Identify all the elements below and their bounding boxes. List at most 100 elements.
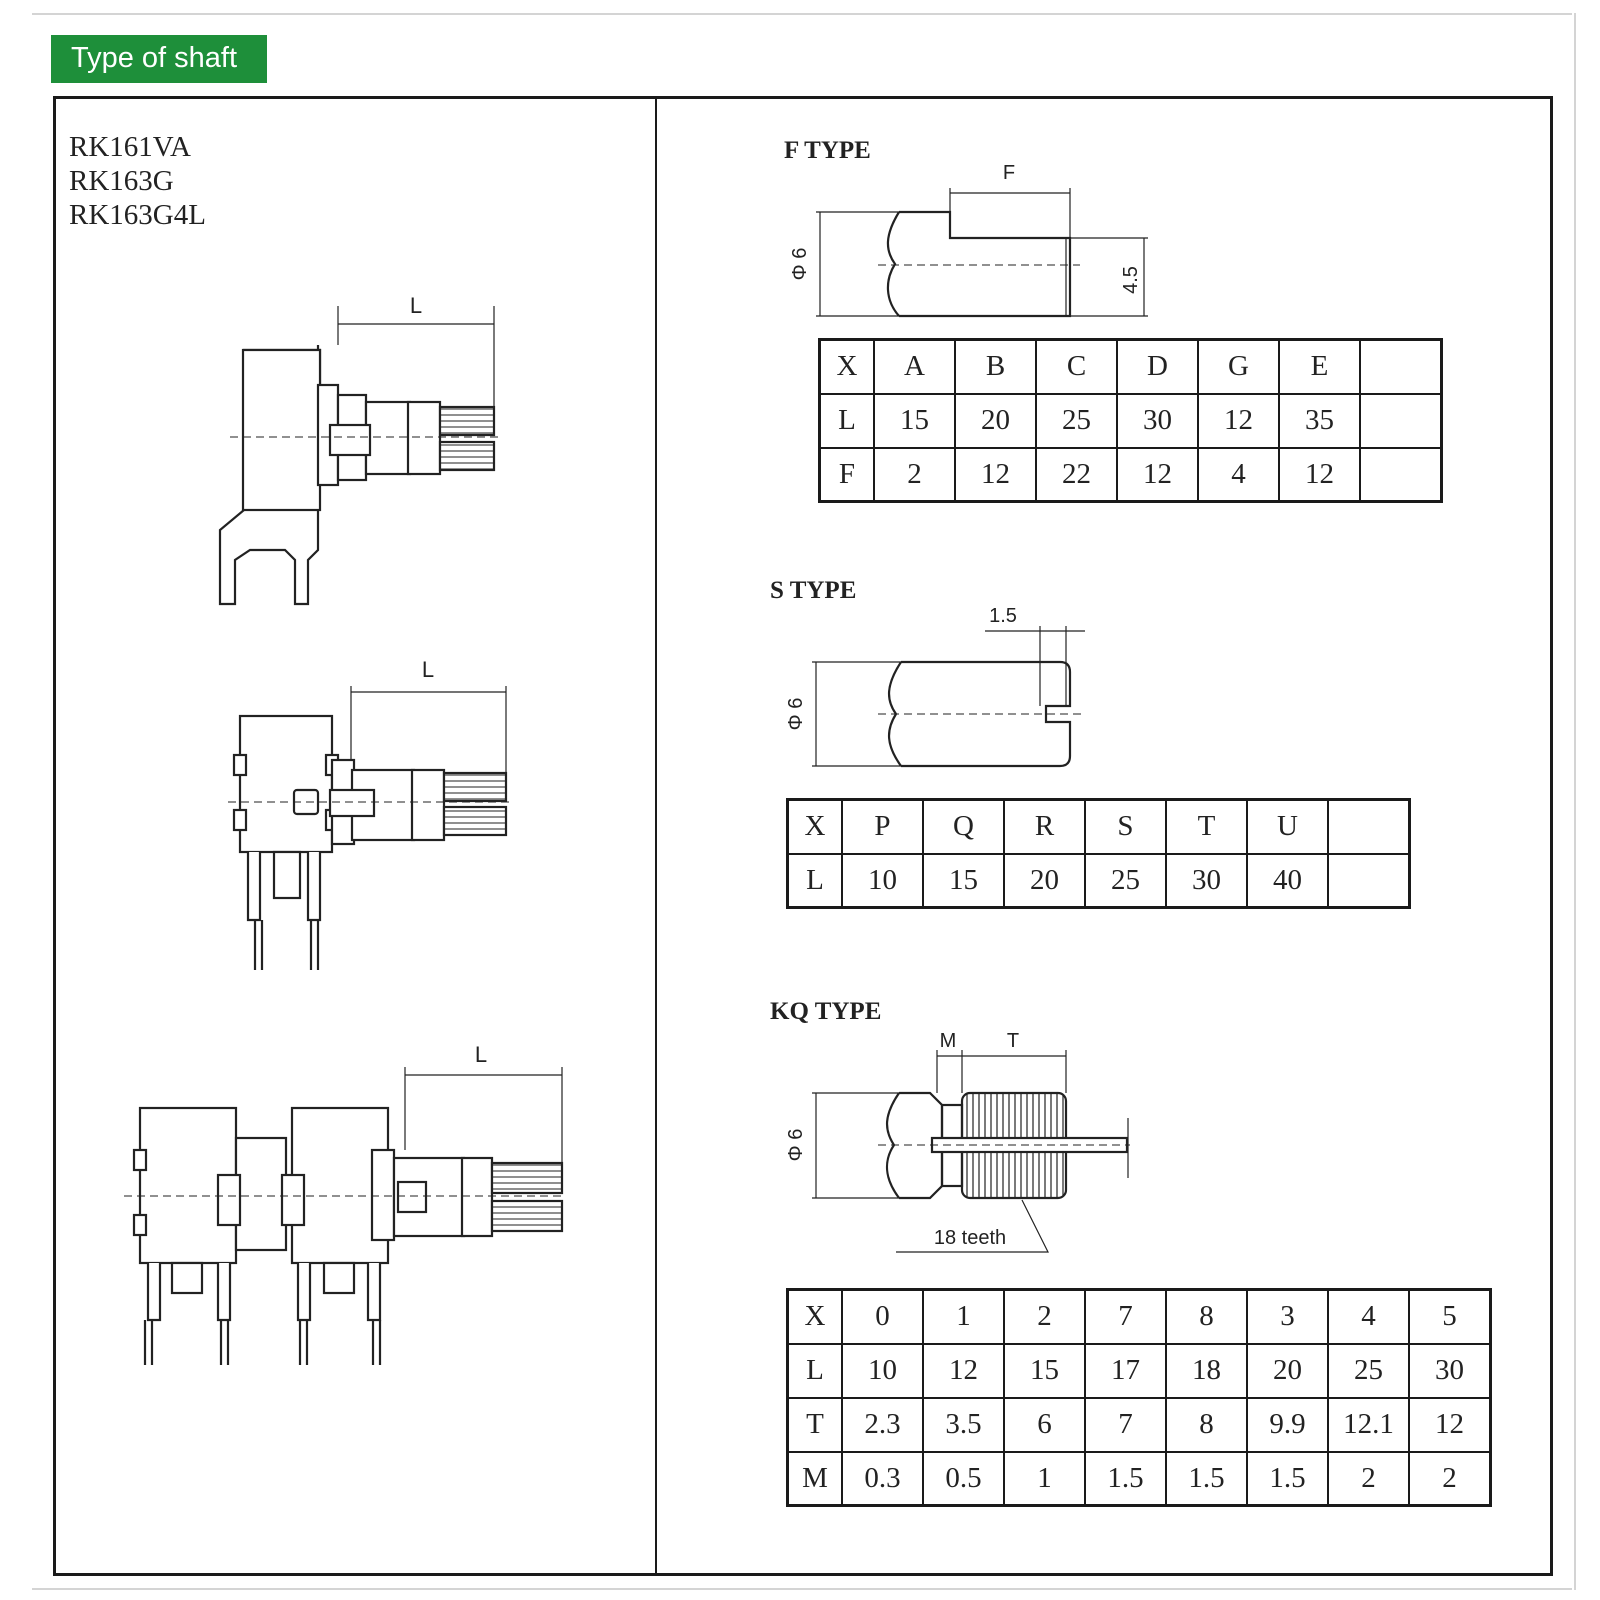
- table-cell: 2: [1408, 1450, 1492, 1507]
- dim-m-label: M: [940, 1030, 957, 1052]
- dim-slot-label: 1.5: [989, 605, 1017, 627]
- table-row: F 2 12 22 12 4 12: [818, 446, 1443, 503]
- table-row: L 10 12 15 17 18 20 25 30: [786, 1342, 1492, 1399]
- page-bottom-border: [32, 1588, 1572, 1590]
- table-cell: 40: [1246, 852, 1329, 909]
- dim-t-label: T: [1007, 1030, 1019, 1052]
- s-type-title: S TYPE: [770, 577, 857, 604]
- dim-diameter-label: Φ 6: [785, 1129, 807, 1162]
- table-cell: 20: [1246, 1342, 1329, 1399]
- table-cell: X: [818, 338, 875, 395]
- table-cell: [1327, 798, 1411, 855]
- table-cell: T: [1165, 798, 1248, 855]
- table-cell: 3.5: [922, 1396, 1005, 1453]
- model-list: RK161VA RK163G RK163G4L: [69, 130, 206, 232]
- f-type-title: F TYPE: [784, 137, 871, 164]
- table-cell: 10: [841, 852, 924, 909]
- table-cell: L: [786, 1342, 843, 1399]
- table-cell: 0: [841, 1288, 924, 1345]
- table-cell: P: [841, 798, 924, 855]
- table-row: T 2.3 3.5 6 7 8 9.9 12.1 12: [786, 1396, 1492, 1453]
- s-type-shaft-drawing: [812, 626, 1085, 768]
- kq-type-table: X 0 1 2 7 8 3 4 5 L 10 12 15 17 18 20 25…: [786, 1288, 1492, 1507]
- table-cell: C: [1035, 338, 1118, 395]
- s-type-table: X P Q R S T U L 10 15 20 25 30 40: [786, 798, 1411, 909]
- table-cell: 5: [1408, 1288, 1492, 1345]
- page-right-border: [1574, 13, 1576, 1590]
- table-cell: 10: [841, 1342, 924, 1399]
- table-cell: 2: [1003, 1288, 1086, 1345]
- table-cell: 6: [1003, 1396, 1086, 1453]
- table-cell: [1359, 446, 1443, 503]
- table-cell: E: [1278, 338, 1361, 395]
- table-cell: 1.5: [1165, 1450, 1248, 1507]
- dim-l-label: L: [475, 1042, 487, 1067]
- table-cell: 12: [1197, 392, 1280, 449]
- model-name: RK163G4L: [69, 199, 206, 231]
- table-cell: 35: [1278, 392, 1361, 449]
- table-cell: 17: [1084, 1342, 1167, 1399]
- table-cell: 12: [1278, 446, 1361, 503]
- table-cell: A: [873, 338, 956, 395]
- table-cell: 12.1: [1327, 1396, 1410, 1453]
- table-cell: Q: [922, 798, 1005, 855]
- model-name: RK163G: [69, 165, 174, 197]
- table-cell: [1327, 852, 1411, 909]
- table-cell: 20: [1003, 852, 1086, 909]
- table-cell: 22: [1035, 446, 1118, 503]
- potentiometer-drawing-rk163g4l: [124, 1067, 566, 1365]
- table-cell: 0.3: [841, 1450, 924, 1507]
- table-cell: D: [1116, 338, 1199, 395]
- table-cell: X: [786, 798, 843, 855]
- potentiometer-drawing-rk163g: [228, 686, 510, 970]
- table-cell: 12: [1116, 446, 1199, 503]
- table-cell: F: [818, 446, 875, 503]
- f-type-shaft-drawing: [816, 188, 1148, 318]
- model-name: RK161VA: [69, 131, 191, 163]
- table-cell: M: [786, 1450, 843, 1507]
- table-cell: T: [786, 1396, 843, 1453]
- table-cell: 15: [873, 392, 956, 449]
- table-row: M 0.3 0.5 1 1.5 1.5 1.5 2 2: [786, 1450, 1492, 1507]
- table-cell: 2: [1327, 1450, 1410, 1507]
- potentiometer-drawing-rk161va: [218, 306, 500, 606]
- f-type-table: X A B C D G E L 15 20 25 30 12 35 F 2 12…: [818, 338, 1443, 503]
- table-row: L 15 20 25 30 12 35: [818, 392, 1443, 449]
- dim-l-label: L: [422, 657, 434, 682]
- table-cell: 4: [1197, 446, 1280, 503]
- table-cell: L: [818, 392, 875, 449]
- frame-divider: [655, 96, 657, 1576]
- table-cell: 8: [1165, 1288, 1248, 1345]
- table-cell: 25: [1327, 1342, 1410, 1399]
- table-cell: 15: [922, 852, 1005, 909]
- table-cell: 12: [922, 1342, 1005, 1399]
- table-cell: U: [1246, 798, 1329, 855]
- table-cell: 2.3: [841, 1396, 924, 1453]
- table-cell: 1.5: [1084, 1450, 1167, 1507]
- table-cell: 4: [1327, 1288, 1410, 1345]
- table-cell: B: [954, 338, 1037, 395]
- table-row: L 10 15 20 25 30 40: [786, 852, 1411, 909]
- table-row: X A B C D G E: [818, 338, 1443, 395]
- table-cell: 25: [1084, 852, 1167, 909]
- table-cell: 12: [954, 446, 1037, 503]
- dim-l-label: L: [410, 293, 422, 318]
- table-cell: 1: [922, 1288, 1005, 1345]
- page-top-border: [32, 13, 1572, 15]
- table-cell: 12: [1408, 1396, 1492, 1453]
- table-cell: 30: [1116, 392, 1199, 449]
- table-cell: X: [786, 1288, 843, 1345]
- table-cell: 1.5: [1246, 1450, 1329, 1507]
- table-cell: 9.9: [1246, 1396, 1329, 1453]
- table-cell: 30: [1165, 852, 1248, 909]
- table-cell: 7: [1084, 1288, 1167, 1345]
- table-cell: 30: [1408, 1342, 1492, 1399]
- table-cell: 20: [954, 392, 1037, 449]
- spec-frame: [53, 96, 1553, 1576]
- table-cell: S: [1084, 798, 1167, 855]
- section-banner: Type of shaft: [51, 35, 267, 83]
- table-cell: 8: [1165, 1396, 1248, 1453]
- table-cell: 18: [1165, 1342, 1248, 1399]
- dim-diameter-label: Φ 6: [789, 248, 811, 281]
